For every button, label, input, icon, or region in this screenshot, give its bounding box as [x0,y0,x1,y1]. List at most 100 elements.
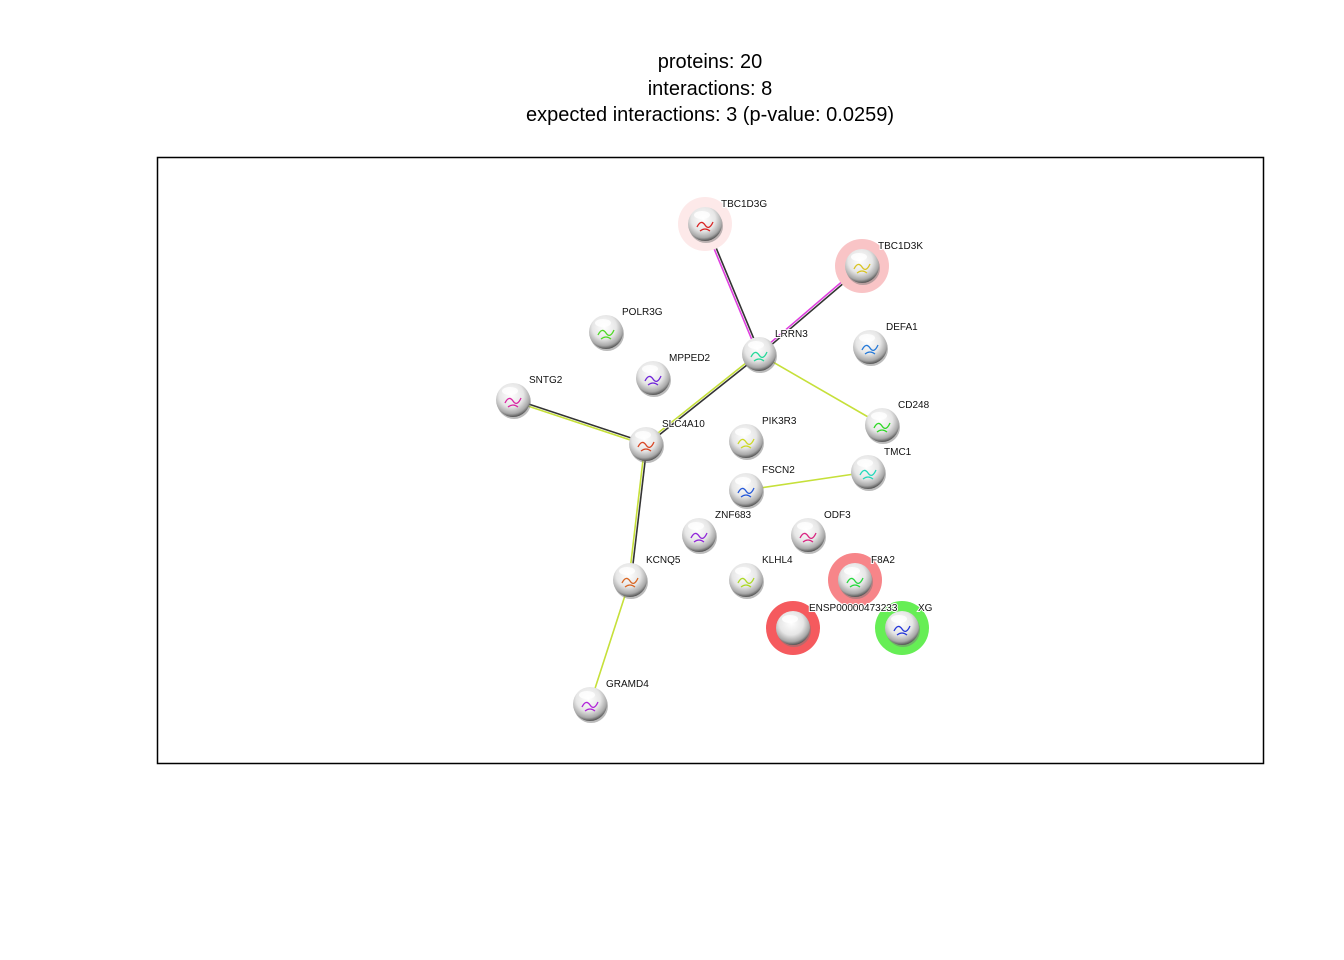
node-label: DEFA1 [886,322,918,333]
node-label: GRAMD4 [606,679,649,690]
protein-structure-icon [597,329,615,340]
node-POLR3G[interactable] [589,315,624,351]
node-highlight [502,387,518,395]
protein-structure-icon [737,577,755,588]
node-label: TBC1D3K [878,241,923,252]
protein-count: proteins: 20 [657,51,763,73]
protein-structure-icon [504,397,522,408]
node-label: ODF3 [824,510,851,521]
node-highlight [619,567,635,575]
protein-structure-icon [696,221,714,232]
node-highlight [844,567,860,575]
node-highlight [782,615,798,623]
node-label: FSCN2 [762,465,795,476]
node-FSCN2[interactable] [729,473,764,509]
plot-frame [156,156,1265,765]
node-label: MPPED2 [669,353,711,364]
protein-structure-icon [853,263,871,274]
edge-LRRN3-CD248[interactable] [758,353,883,426]
node-highlight [748,341,764,349]
protein-structure-icon [621,577,639,588]
edge-channel-textmining [628,443,646,580]
node-highlight [797,522,813,530]
protein-structure-icon [637,441,655,452]
node-DEFA1[interactable] [853,330,888,366]
node-highlight [635,431,651,439]
node-highlight [579,691,595,699]
expected-interactions: expected interactions: 3 (p-value: 0.025… [526,104,894,126]
protein-structure-icon [750,351,768,362]
network-stats: proteins: 20 interactions: 8 expected in… [0,49,1344,129]
edge-channel-coexpression [630,444,648,581]
node-CD248[interactable] [865,408,900,444]
protein-structure-icon [873,422,891,433]
node-label: ENSP00000473233 [809,603,898,614]
protein-structure-icon [690,532,708,543]
node-label: XG [918,603,933,614]
node-highlight [735,477,751,485]
node-SLC4A10[interactable] [629,427,664,463]
node-TBC1D3K[interactable] [835,239,889,293]
labels-layer: TBC1D3G TBC1D3K POLR3G LRRN3 DEFA1MPPED2SNTG… [528,198,934,691]
edge-channel-textmining [512,400,646,446]
node-PIK3R3[interactable] [729,424,764,460]
node-LRRN3[interactable] [742,337,777,373]
edge-channel-textmining [758,353,883,426]
node-TMC1[interactable] [851,455,886,491]
node-highlight [688,522,704,530]
node-highlight [891,615,907,623]
node-KCNQ5[interactable] [613,563,648,599]
node-label: ZNF683 [715,510,752,521]
node-label: TBC1D3G [721,199,767,210]
node-KLHL4[interactable] [729,563,764,599]
edge-channel-coexpression [646,354,761,446]
protein-structure-icon [737,438,755,449]
node-label: KLHL4 [762,555,793,566]
node-label: LRRN3 [775,329,808,340]
node-MPPED2[interactable] [636,361,671,397]
node-highlight [871,412,887,420]
protein-structure-icon [737,487,755,498]
node-label: POLR3G [622,307,663,318]
node-label: KCNQ5 [646,555,681,566]
protein-structure-icon [581,701,599,712]
node-F8A2[interactable] [828,553,882,607]
edge-SLC4A10-KCNQ5[interactable] [628,443,648,581]
edge-channel-textmining [589,579,631,705]
protein-structure-icon [644,375,662,386]
interaction-count: interactions: 8 [647,77,773,100]
edge-KCNQ5-GRAMD4[interactable] [589,579,631,705]
node-XG[interactable] [875,601,929,655]
node-highlight [857,459,873,467]
node-TBC1D3G[interactable] [678,197,732,251]
edge-channel-coexpression [513,398,647,444]
protein-structure-icon [893,625,911,636]
node-label: PIK3R3 [762,416,797,427]
node-label: SNTG2 [529,375,563,386]
node-highlight [851,253,867,261]
node-highlight [735,567,751,575]
protein-structure-icon [859,469,877,480]
edge-FSCN2-TMC1[interactable] [745,471,869,491]
edge-LRRN3-SLC4A10[interactable] [644,352,761,446]
protein-structure-icon [861,344,879,355]
node-highlight [595,319,611,327]
node-highlight [694,211,710,219]
node-ZNF683[interactable] [682,518,717,554]
node-GRAMD4[interactable] [573,687,608,723]
edge-channel-textmining [644,352,759,444]
node-label: TMC1 [884,447,912,458]
protein-structure-icon [799,532,817,543]
node-ODF3[interactable] [791,518,826,554]
node-highlight [735,428,751,436]
node-ENSP00000473233[interactable] [766,601,820,655]
protein-structure-icon [846,577,864,588]
node-highlight [642,365,658,373]
node-highlight [859,334,875,342]
edge-SNTG2-SLC4A10[interactable] [512,398,647,446]
nodes-layer [496,197,929,723]
edge-channel-textmining [745,471,869,491]
node-SNTG2[interactable] [496,383,531,419]
node-label: SLC4A10 [662,419,705,430]
